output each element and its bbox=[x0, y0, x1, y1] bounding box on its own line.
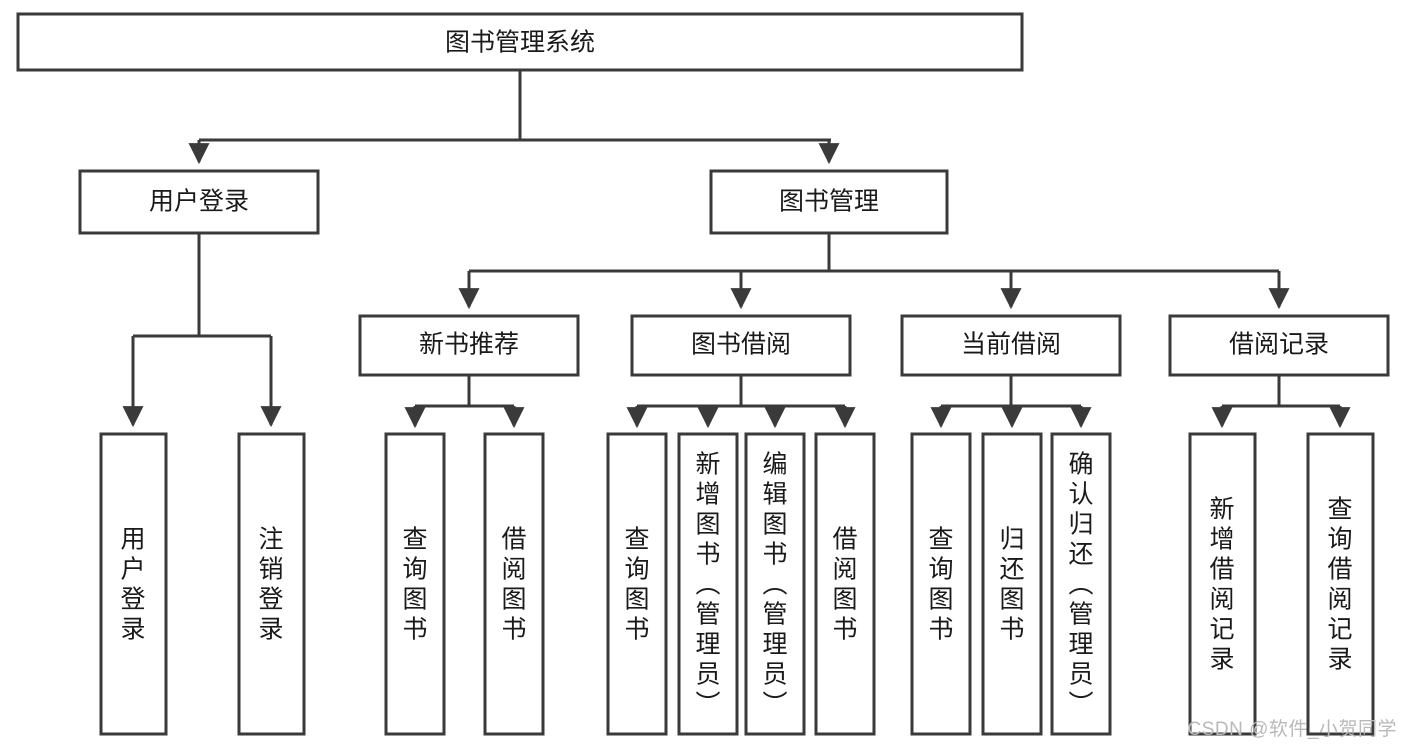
node-leaf-return-book-label: 归还图书 bbox=[999, 525, 1024, 643]
node-leaf-add-record-label: 新增借阅记录 bbox=[1209, 495, 1234, 673]
node-leaf-borrow-book-1-box[interactable] bbox=[483, 432, 545, 736]
edge-group bbox=[122, 70, 1351, 429]
node-leaf-edit-book-box[interactable] bbox=[744, 432, 806, 736]
node-current-borrow-box[interactable] bbox=[900, 314, 1122, 377]
node-leaf-user-login[interactable]: 用户登录 bbox=[99, 432, 168, 736]
node-leaf-query-record-label: 查询借阅记录 bbox=[1327, 495, 1352, 673]
node-leaf-user-logout-box[interactable] bbox=[237, 432, 306, 736]
node-leaf-add-record-box[interactable] bbox=[1188, 432, 1257, 736]
node-leaf-borrow-book-2-label: 借阅图书 bbox=[832, 525, 857, 643]
node-new-book-recommend-label: 新书推荐 bbox=[419, 331, 519, 359]
node-user-login-label: 用户登录 bbox=[149, 188, 249, 216]
node-leaf-borrow-book-2-box[interactable] bbox=[814, 432, 876, 736]
node-leaf-edit-book-label: 编辑图书︵管理员︶ bbox=[762, 450, 787, 718]
node-leaf-confirm-return-label: 确认归还︵管理员︶ bbox=[1068, 450, 1093, 718]
node-leaf-confirm-return[interactable]: 确认归还︵管理员︶ bbox=[1050, 432, 1112, 736]
node-leaf-query-book-3-label: 查询图书 bbox=[928, 525, 953, 643]
node-book-manage-box[interactable] bbox=[709, 169, 949, 235]
node-leaf-query-book-3[interactable]: 查询图书 bbox=[910, 432, 972, 736]
node-root-label: 图书管理系统 bbox=[445, 29, 595, 57]
node-leaf-query-book-2-label: 查询图书 bbox=[624, 525, 649, 643]
node-new-book-recommend[interactable]: 新书推荐 bbox=[358, 314, 580, 377]
node-borrow-record[interactable]: 借阅记录 bbox=[1168, 314, 1390, 377]
node-leaf-query-book-2-box[interactable] bbox=[606, 432, 668, 736]
node-leaf-add-book[interactable]: 新增图书︵管理员︶ bbox=[677, 432, 739, 736]
node-current-borrow[interactable]: 当前借阅 bbox=[900, 314, 1122, 377]
node-leaf-user-login-box[interactable] bbox=[99, 432, 168, 736]
node-borrow-record-label: 借阅记录 bbox=[1229, 331, 1329, 359]
leaf-node-group: 用户登录 注销登录 查询图书 借阅图书 查询图书 新增图书︵管理员︶ bbox=[99, 432, 1375, 736]
node-user-login-box[interactable] bbox=[78, 169, 320, 235]
node-leaf-add-book-box[interactable] bbox=[677, 432, 739, 736]
node-book-borrow[interactable]: 图书借阅 bbox=[630, 314, 852, 377]
node-book-borrow-label: 图书借阅 bbox=[691, 331, 791, 359]
node-book-manage[interactable]: 图书管理 bbox=[709, 169, 949, 235]
node-leaf-query-record[interactable]: 查询借阅记录 bbox=[1306, 432, 1375, 736]
node-leaf-query-book-3-box[interactable] bbox=[910, 432, 972, 736]
node-leaf-query-record-box[interactable] bbox=[1306, 432, 1375, 736]
node-leaf-user-login-label: 用户登录 bbox=[120, 525, 145, 643]
node-leaf-user-logout[interactable]: 注销登录 bbox=[237, 432, 306, 736]
node-leaf-query-book-1-label: 查询图书 bbox=[402, 525, 427, 643]
node-leaf-edit-book[interactable]: 编辑图书︵管理员︶ bbox=[744, 432, 806, 736]
node-user-login[interactable]: 用户登录 bbox=[78, 169, 320, 235]
node-leaf-return-book[interactable]: 归还图书 bbox=[981, 432, 1043, 736]
node-leaf-confirm-return-box[interactable] bbox=[1050, 432, 1112, 736]
node-book-manage-label: 图书管理 bbox=[779, 188, 879, 216]
node-leaf-query-book-2[interactable]: 查询图书 bbox=[606, 432, 668, 736]
node-leaf-add-record[interactable]: 新增借阅记录 bbox=[1188, 432, 1257, 736]
node-root-box[interactable] bbox=[16, 12, 1024, 72]
node-leaf-return-book-box[interactable] bbox=[981, 432, 1043, 736]
node-leaf-query-book-1[interactable]: 查询图书 bbox=[384, 432, 446, 736]
node-leaf-add-book-label: 新增图书︵管理员︶ bbox=[695, 450, 720, 718]
node-leaf-borrow-book-2[interactable]: 借阅图书 bbox=[814, 432, 876, 736]
node-leaf-query-book-1-box[interactable] bbox=[384, 432, 446, 736]
node-root[interactable]: 图书管理系统 bbox=[16, 12, 1024, 72]
node-leaf-borrow-book-1[interactable]: 借阅图书 bbox=[483, 432, 545, 736]
node-current-borrow-label: 当前借阅 bbox=[961, 331, 1061, 359]
node-leaf-borrow-book-1-label: 借阅图书 bbox=[501, 525, 526, 643]
node-new-book-recommend-box[interactable] bbox=[358, 314, 580, 377]
node-leaf-user-logout-label: 注销登录 bbox=[258, 525, 283, 643]
node-book-borrow-box[interactable] bbox=[630, 314, 852, 377]
node-borrow-record-box[interactable] bbox=[1168, 314, 1390, 377]
